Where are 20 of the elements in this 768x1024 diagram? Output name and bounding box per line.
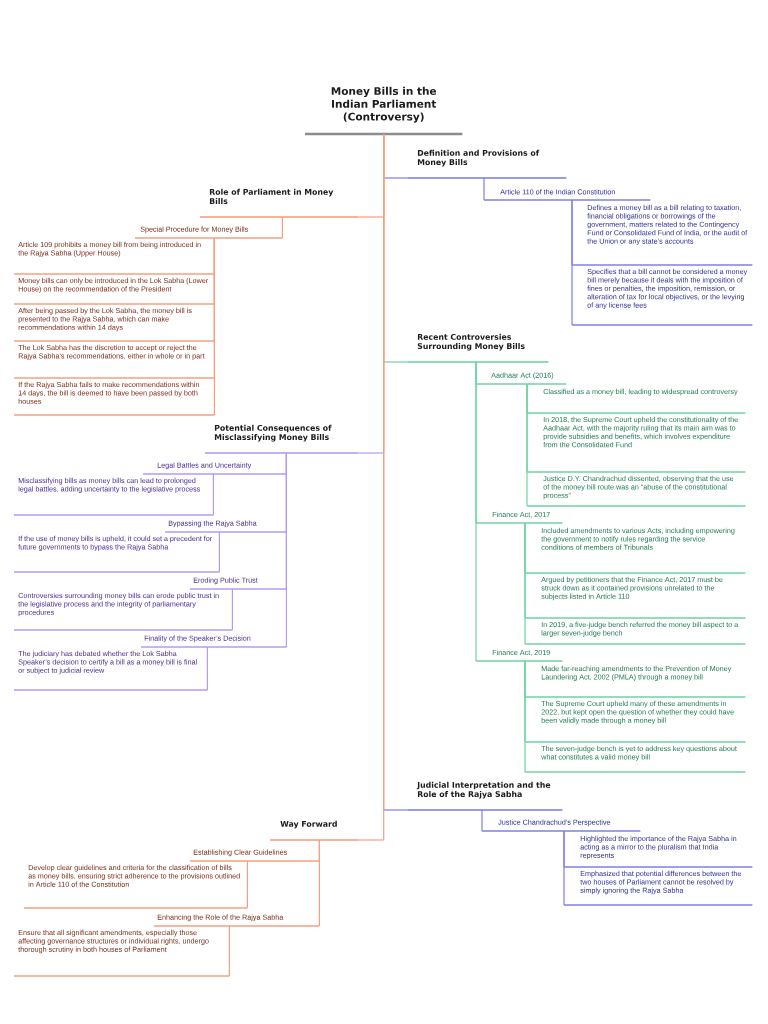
connector-line bbox=[231, 588, 233, 631]
connector-line bbox=[524, 522, 526, 645]
connector-line bbox=[218, 531, 220, 573]
connector-line bbox=[357, 133, 385, 841]
connector-line bbox=[563, 830, 565, 906]
connector-line bbox=[212, 473, 214, 516]
connector-line bbox=[285, 452, 287, 648]
connector-line bbox=[481, 809, 483, 832]
connector-line bbox=[281, 216, 283, 239]
connector-line bbox=[526, 383, 528, 507]
connector-line bbox=[206, 646, 208, 691]
connector-line bbox=[475, 361, 477, 662]
connector-line bbox=[228, 925, 230, 977]
connector-line bbox=[483, 177, 485, 201]
connector-line bbox=[318, 839, 320, 927]
title-heading: Money Bills in the Indian Parliament (Controversy) bbox=[305, 86, 463, 136]
connector-line bbox=[246, 860, 248, 909]
connector-line bbox=[524, 660, 526, 773]
connector-line bbox=[213, 237, 215, 416]
connector-line bbox=[571, 199, 573, 326]
